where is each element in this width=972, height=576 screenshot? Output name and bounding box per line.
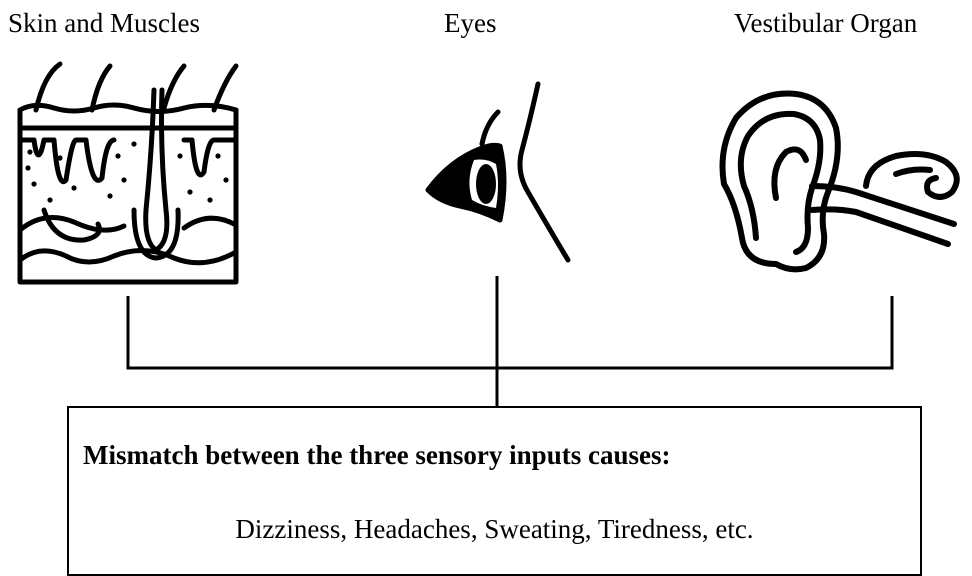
mismatch-title: Mismatch between the three sensory input… (83, 440, 670, 471)
symptoms-list: Dizziness, Headaches, Sweating, Tirednes… (69, 514, 920, 545)
mismatch-box: Mismatch between the three sensory input… (67, 406, 922, 576)
